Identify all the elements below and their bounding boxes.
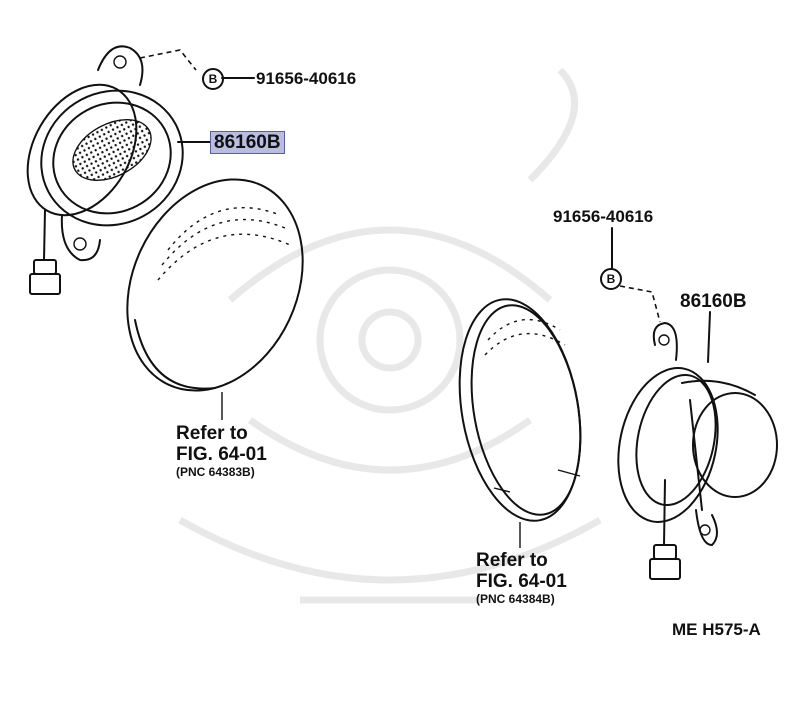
grille-left-pnc: (PNC 64383B) <box>176 465 255 479</box>
leader-bolt-right-dashed <box>619 285 661 323</box>
grille-right-fig[interactable]: FIG. 64-01 <box>476 571 567 592</box>
grille-right-drawing <box>458 298 582 548</box>
leader-bolt-top <box>139 49 197 71</box>
part-number-speaker-right[interactable]: 86160B <box>680 291 747 312</box>
speaker-left-drawing <box>26 45 184 295</box>
watermark-emblem <box>178 67 602 604</box>
grille-right-refer: Refer to <box>476 550 548 571</box>
bolt-marker-top: B <box>202 68 224 90</box>
part-number-bolt-top[interactable]: 91656-40616 <box>256 69 357 88</box>
part-number-speaker-left[interactable]: 86160B <box>210 131 285 154</box>
diagram-code: ME H575-A <box>672 620 761 639</box>
leader-speaker-right <box>707 311 711 363</box>
part-number-bolt-right[interactable]: 91656-40616 <box>553 207 654 226</box>
grille-left-fig[interactable]: FIG. 64-01 <box>176 444 267 465</box>
speaker-right-drawing <box>617 322 778 580</box>
grille-left-drawing <box>126 178 304 420</box>
grille-right-pnc: (PNC 64384B) <box>476 592 555 606</box>
bolt-marker-right: B <box>600 268 622 290</box>
grille-left-refer: Refer to <box>176 423 248 444</box>
